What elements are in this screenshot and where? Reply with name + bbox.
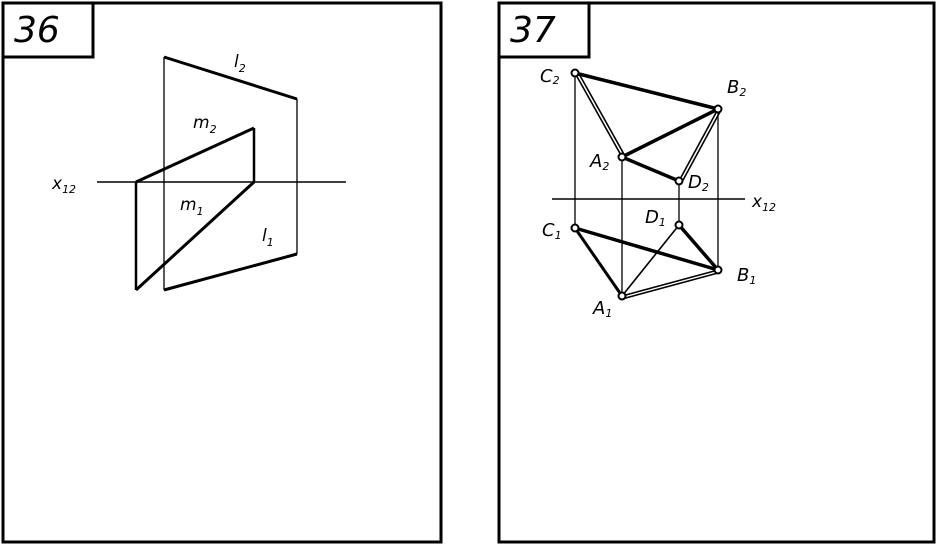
- label-m2: m2: [193, 113, 217, 136]
- label-d1: D1: [645, 207, 666, 229]
- point-d1: [674, 220, 684, 230]
- line-l2: [163, 55, 298, 101]
- axis-x12-label-37: x12: [751, 192, 776, 214]
- point-b1: [713, 265, 723, 275]
- edge-a1-b1-outer: [621, 269, 719, 297]
- point-a1: [617, 291, 627, 301]
- label-d2: D2: [688, 172, 709, 194]
- edge-a2-b2: [621, 107, 719, 159]
- panel-36: 36 x12 l2 m2 m1 l1: [1, 1, 443, 544]
- edge-d2-b2-inner: [681, 109, 722, 183]
- point-b2: [713, 104, 723, 114]
- panel-37-frame: [497, 1, 936, 544]
- label-b2: B2: [727, 77, 746, 99]
- point-c1: [570, 223, 580, 233]
- edge-c2-a2-outer: [574, 72, 623, 158]
- frontal-projection: [574, 71, 722, 183]
- label-b1: B1: [737, 265, 756, 287]
- edge-c1-b1: [574, 226, 719, 272]
- label-a2: A2: [589, 151, 609, 173]
- panel-37-number-box: [499, 3, 591, 59]
- edge-a2-d2: [621, 155, 680, 183]
- panel-37: 37 x12: [497, 1, 936, 544]
- point-d2: [674, 176, 684, 186]
- edge-c2-b2: [574, 71, 719, 111]
- point-a2: [617, 152, 627, 162]
- label-m1: m1: [180, 195, 204, 218]
- horizontal-projection: [573, 223, 720, 300]
- panel-36-number: 36: [14, 10, 60, 51]
- axis-x12-label: x12: [51, 174, 76, 196]
- vertex-points: [570, 68, 723, 301]
- edge-c2-a2-inner: [577, 71, 626, 157]
- panel-36-frame: [1, 1, 443, 544]
- label-l1: l1: [262, 226, 274, 249]
- point-c2: [570, 68, 580, 78]
- edge-d1-b1: [677, 223, 720, 272]
- line-l1: [163, 252, 298, 292]
- edge-d2-b2-outer: [678, 108, 719, 182]
- line-m2: [135, 126, 255, 184]
- edge-c1-a1: [573, 227, 624, 297]
- line-m1: [134, 180, 256, 292]
- edge-a1-b1-inner: [621, 272, 719, 300]
- edge-a1-d1: [621, 224, 680, 297]
- label-c2: C2: [540, 66, 560, 87]
- label-l2: l2: [234, 52, 246, 75]
- label-a1: A1: [592, 298, 612, 320]
- panel-37-number: 37: [510, 10, 556, 51]
- panel-36-number-box: [3, 3, 95, 59]
- label-c1: C1: [542, 220, 562, 242]
